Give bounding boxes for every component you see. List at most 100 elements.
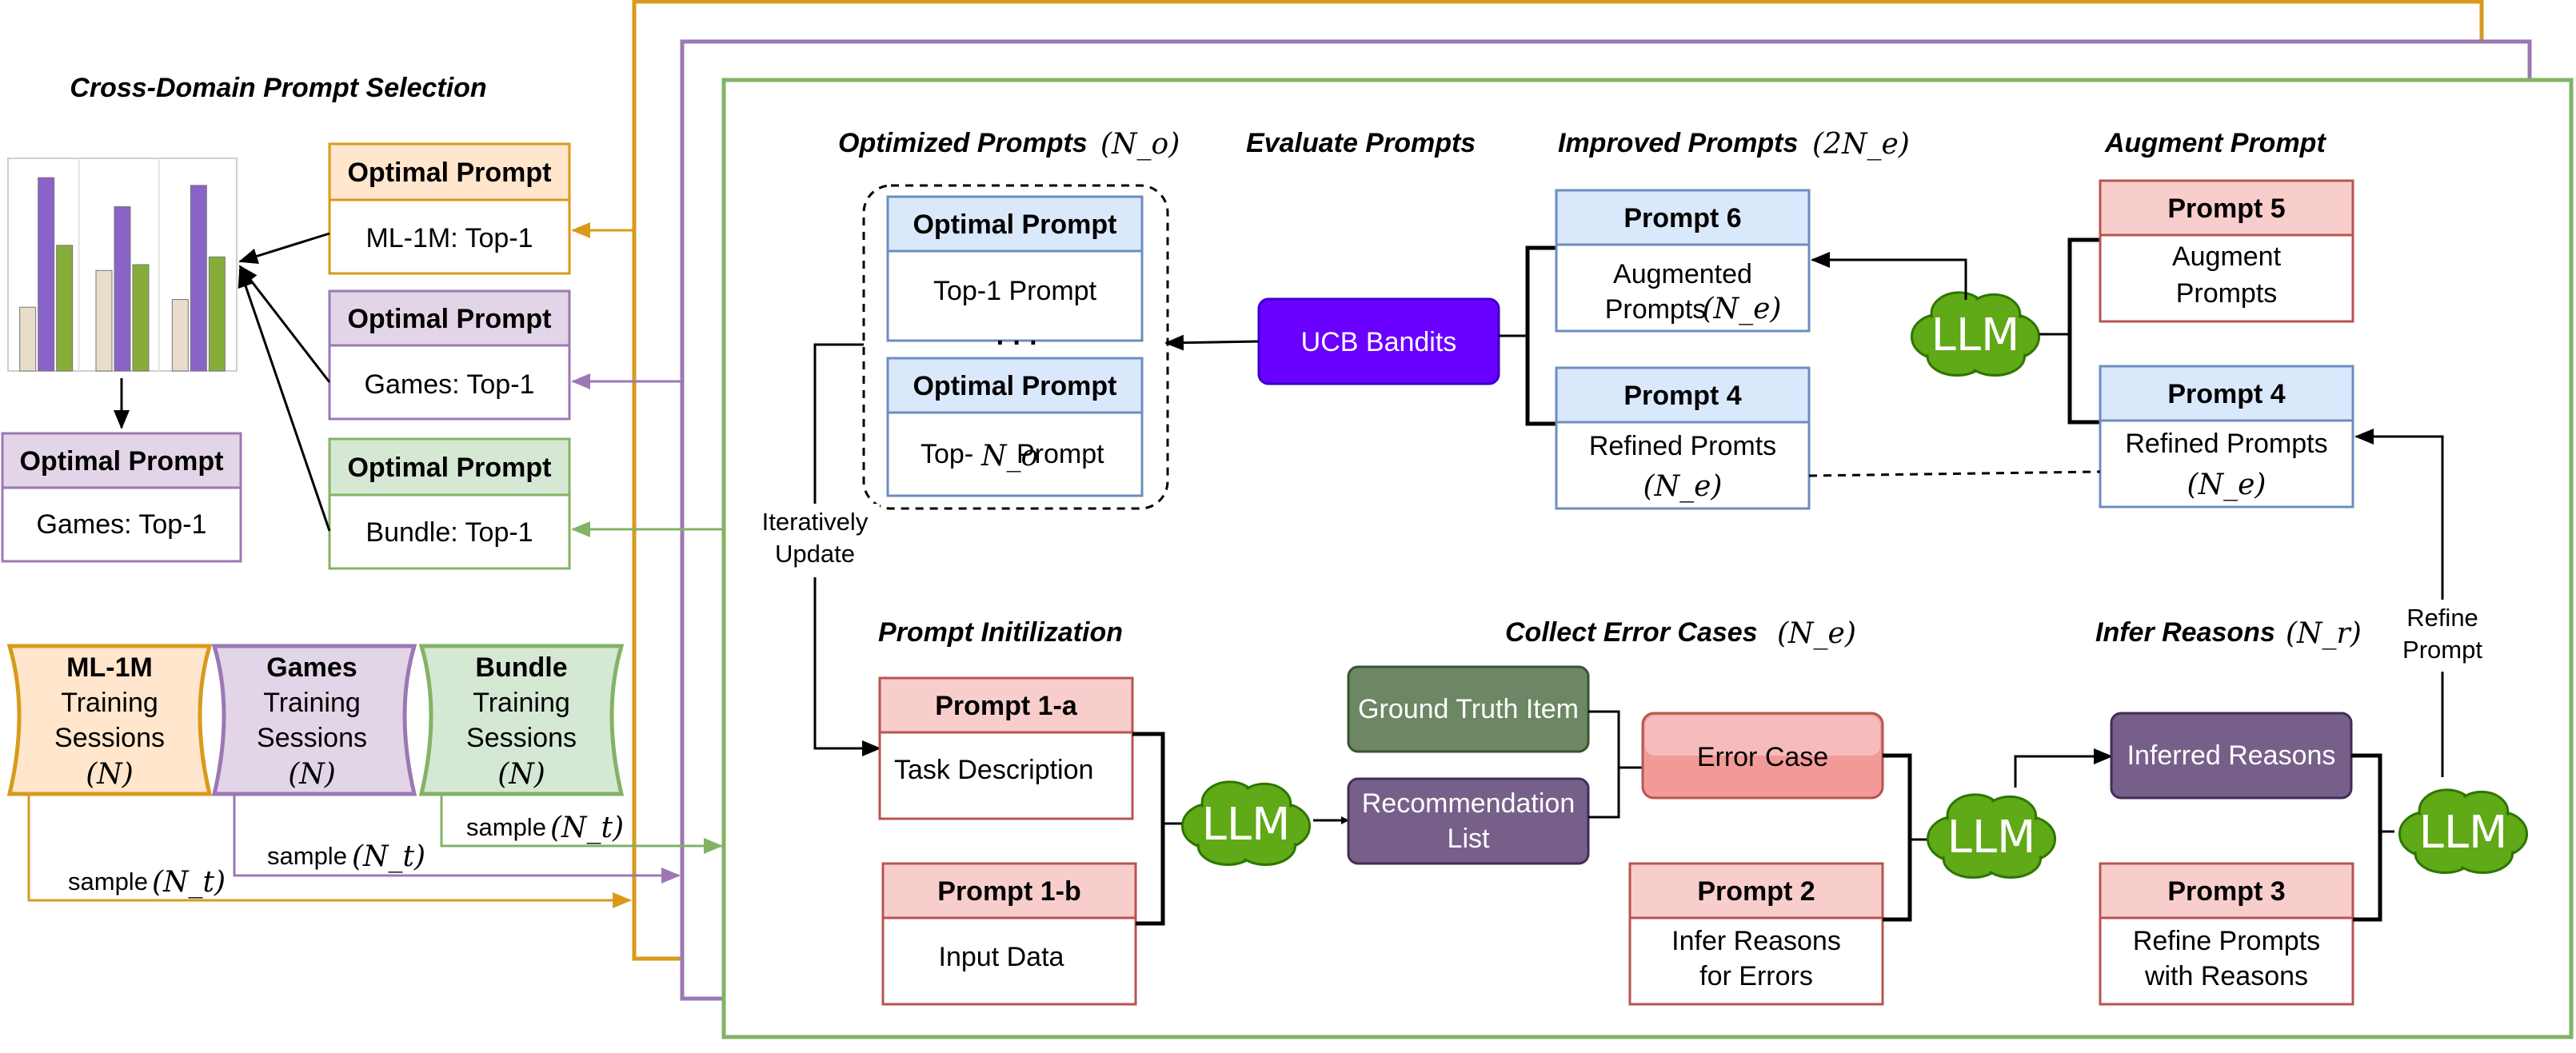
svg-text:Refined Promts: Refined Promts [1589,431,1776,461]
sample-arrow-ml1m [27,794,632,908]
svg-text:Inferred Reasons: Inferred Reasons [2127,740,2336,771]
svg-text:(N_t): (N_t) [550,812,624,844]
svg-text:Optimal Prompt: Optimal Prompt [913,371,1116,401]
svg-text:(N): (N) [288,758,336,791]
prompt1a-box: Prompt 1-a Task Description [878,676,1134,820]
svg-text:(2N_e): (2N_e) [1812,128,1910,161]
heading-prompt-initialization: Prompt Initilization [878,617,1123,648]
optimal-box-games: Optimal Prompt Games: Top-1 [328,289,571,421]
svg-text:List: List [1448,824,1490,854]
optimized-box-top1: Optimal Prompt Top-1 Prompt [886,195,1144,342]
svg-text:Prompt 1-a: Prompt 1-a [935,691,1078,721]
chart-bar [208,256,226,372]
llm-refine-cloud: LLM [2398,788,2529,874]
svg-text:Prompt: Prompt [1016,439,1104,469]
svg-text:Collect Error Cases: Collect Error Cases [1505,617,1758,648]
heading-infer-reasons: Infer Reasons (N_r) [2095,617,2362,650]
svg-text:Task Description: Task Description [894,755,1093,785]
svg-text:Sessions: Sessions [466,723,577,753]
svg-text:Prompts: Prompts [1605,294,1707,325]
svg-text:(N_t): (N_t) [352,840,425,873]
svg-text:Optimized Prompts: Optimized Prompts [838,128,1088,158]
result-label: Games: Top-1 [37,509,207,540]
svg-text:(N_e): (N_e) [2187,469,2266,501]
llm-infer-cloud: LLM [1926,793,2057,879]
llm-label: LLM [2419,807,2508,859]
inferred-reasons-node: Inferred Reasons [2110,712,2353,800]
optimized-prompts-container [862,184,1169,510]
chart-bar [56,245,74,372]
svg-text:Prompt 3: Prompt 3 [2167,876,2285,907]
sample-arrow-bundle [440,794,723,854]
ground-truth-node: Ground Truth Item [1347,665,1590,753]
svg-text:(N): (N) [86,758,134,791]
recommendation-list-node: Recommendation List [1347,777,1590,865]
svg-text:(N_r): (N_r) [2286,617,2362,650]
llm-label: LLM [1931,309,2020,361]
chart-bar [38,177,55,372]
prompt4-left-box: Prompt 4 Refined Promts (N_e) [1555,366,1811,510]
svg-text:Refined Prompts: Refined Prompts [2125,429,2327,459]
svg-text:Sessions: Sessions [257,723,367,753]
iterative-label-bg [752,504,880,577]
optimized-box-topN: Optimal Prompt Top- N_o Prompt [886,357,1144,497]
svg-text:(N_e): (N_e) [1703,293,1782,325]
heading-augment-prompt: Augment Prompt [2104,128,2326,158]
dataset-games: Games Training Sessions (N) [211,644,417,796]
svg-text:Optimal Prompt: Optimal Prompt [347,158,551,188]
svg-text:Prompt 4: Prompt 4 [1623,381,1741,411]
chart-bar [171,299,189,372]
refine-label-bg [2396,600,2489,672]
sample-label-ml1m: sample (N_t) [68,866,226,899]
chart-bar [190,185,207,372]
svg-text:Prompt 6: Prompt 6 [1623,203,1741,233]
sample-label-bundle: sample (N_t) [466,812,624,844]
svg-text:UCB Bandits: UCB Bandits [1301,327,1457,357]
svg-text:sample: sample [68,868,148,895]
optimal-box-bundle: Optimal Prompt Bundle: Top-1 [328,437,571,570]
bracket-refine-inputs [2351,753,2382,922]
dataset-bundle: Bundle Training Sessions (N) [418,644,625,796]
svg-text:Optimal Prompt: Optimal Prompt [913,209,1116,240]
arrow-llm-to-inferred [2014,748,2113,788]
svg-text:Sessions: Sessions [54,723,165,753]
refine-label-line2: Prompt [2402,636,2482,664]
refine-label-line1: Refine [2406,604,2478,632]
svg-text:Top-: Top- [921,439,973,469]
svg-text:Prompt 2: Prompt 2 [1697,876,1815,907]
svg-text:Optimal Prompt: Optimal Prompt [347,304,551,334]
svg-text:(N): (N) [497,758,545,791]
svg-text:Input Data: Input Data [939,942,1064,972]
sample-label-games: sample (N_t) [267,840,425,873]
arrow-bundle-to-chart [238,268,331,532]
heading-optimized-prompts: Optimized Prompts (N_o) [838,128,1180,161]
sample-arrow-games [233,794,681,883]
svg-text:(N_e): (N_e) [1643,470,1723,503]
prompt6-box: Prompt 6 Augmented Prompts (N_e) [1555,189,1811,333]
prompt2-box: Prompt 2 Infer Reasons for Errors [1628,862,1884,1006]
arrow-llm-to-prompt6 [1811,252,1967,300]
svg-text:for Errors: for Errors [1699,961,1813,991]
arrow-ucb-to-optimized [1164,334,1260,351]
svg-text:Bundle: Top-1: Bundle: Top-1 [365,517,533,548]
svg-text:(N_e): (N_e) [1777,617,1856,650]
prompt3-box: Prompt 3 Refine Prompts with Reasons [2099,862,2354,1006]
svg-text:Prompt 5: Prompt 5 [2167,193,2285,224]
svg-text:Games: Top-1: Games: Top-1 [365,369,535,400]
result-header: Optimal Prompt [19,446,223,477]
prompt1b-box: Prompt 1-b Input Data [881,862,1137,1006]
optimized-dots: · · · [996,328,1039,358]
iterative-label-line1: Iteratively [762,508,869,536]
ucb-bandits-node: UCB Bandits [1257,297,1500,385]
svg-text:Refine Prompts: Refine Prompts [2133,926,2320,956]
svg-text:Bundle: Bundle [475,652,567,683]
svg-text:Prompt 4: Prompt 4 [2167,379,2285,409]
bracket-init-inputs [1132,732,1165,926]
svg-text:Games: Games [266,652,357,683]
optimal-box-ml1m: Optimal Prompt ML-1M: Top-1 [328,142,571,275]
chart-bar [19,306,37,372]
dataset-ml1m: ML-1M Training Sessions (N) [6,644,213,796]
bracket-collect [1588,710,1620,819]
prompt4-right-box: Prompt 4 Refined Prompts (N_e) [2099,365,2354,509]
